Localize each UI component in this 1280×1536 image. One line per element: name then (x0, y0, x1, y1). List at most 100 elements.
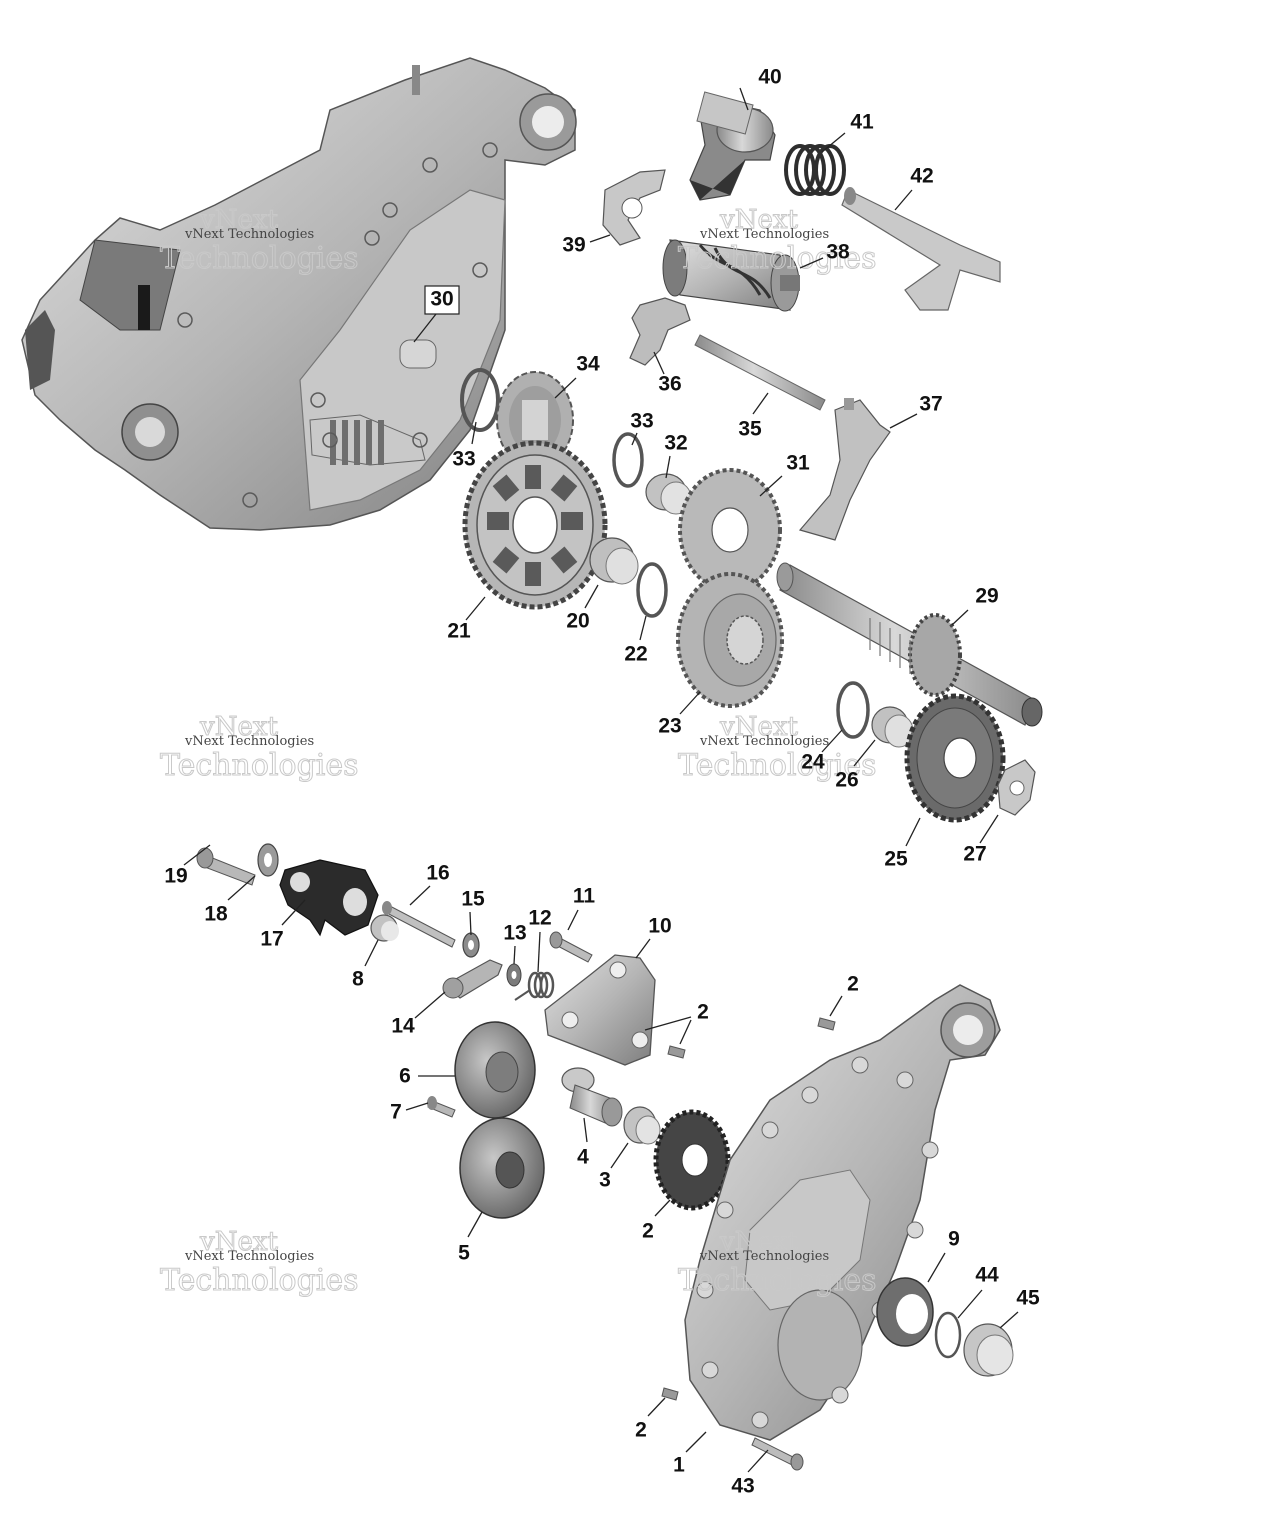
washer-16 (462, 932, 480, 958)
washer-28 (997, 759, 1036, 816)
label-43: 43 (731, 1475, 754, 1498)
label-30: 29 (975, 585, 998, 608)
label-3-main: 2 (642, 1220, 654, 1243)
svg-text:vNext Technologies: vNext Technologies (699, 1249, 829, 1264)
label-14: 13 (503, 922, 526, 945)
label-40: 40 (758, 66, 781, 89)
label-8: 7 (390, 1101, 402, 1124)
watermark-bottom-left: vNext Technologies vNext Technologies (160, 1227, 360, 1299)
circlip-33-left (460, 368, 500, 432)
label-23: 22 (624, 643, 647, 666)
bolt-17 (382, 901, 456, 948)
label-27: 26 (835, 769, 858, 792)
svg-text:Technologies: Technologies (160, 1263, 359, 1298)
label-2-cover-top: 2 (847, 973, 859, 996)
svg-text:vNext: vNext (719, 1227, 798, 1257)
svg-text:vNext Technologies: vNext Technologies (184, 734, 314, 749)
label-35: 35 (738, 418, 762, 441)
label-25: 24 (801, 751, 825, 774)
label-21: 20 (566, 610, 589, 633)
label-33-left: 33 (452, 448, 475, 471)
roller-6 (459, 1117, 545, 1219)
lock-plate-39 (602, 169, 666, 246)
label-42: 42 (910, 165, 933, 188)
label-2-bracket: 2 (697, 1001, 709, 1024)
arm-15 (442, 959, 503, 999)
circlip-25 (836, 681, 870, 739)
label-9: 8 (352, 968, 364, 991)
gear-32 (678, 468, 782, 592)
label-41: 41 (850, 111, 874, 134)
label-17: 16 (426, 862, 449, 885)
circlip-23 (636, 562, 668, 618)
label-45: 45 (1016, 1287, 1040, 1310)
o-ring-44 (934, 1311, 962, 1359)
shift-drum-38 (662, 239, 800, 312)
gear-24 (676, 572, 784, 708)
label-32: 31 (786, 452, 810, 475)
label-13: 12 (528, 907, 551, 930)
label-22: 21 (447, 620, 471, 643)
shift-quadrant-40 (689, 91, 776, 201)
label-44: 44 (975, 1264, 999, 1287)
pin-5 (561, 1067, 623, 1127)
spring-13 (514, 971, 555, 1001)
label-34: 34 (576, 353, 600, 376)
label-6: 5 (458, 1242, 470, 1265)
gear-3 (653, 1109, 731, 1211)
left-crankcase-half (21, 57, 577, 531)
label-39: 39 (562, 234, 585, 257)
svg-text:Technologies: Technologies (160, 241, 359, 276)
bushing-4 (623, 1106, 661, 1145)
label-33-right: 33 (630, 410, 653, 433)
spring-41 (784, 144, 846, 196)
fork-shaft-35 (694, 334, 826, 411)
seal-10 (876, 1277, 934, 1347)
roller-7 (454, 1021, 536, 1119)
label-12: 11 (573, 885, 596, 908)
lever-18 (279, 859, 379, 937)
label-11: 10 (648, 915, 671, 938)
label-28: 27 (963, 843, 986, 866)
washer-19 (257, 843, 279, 877)
label-16: 15 (461, 888, 485, 911)
label-37: 37 (919, 393, 942, 416)
sprocket-26 (904, 693, 1006, 823)
svg-text:vNext Technologies: vNext Technologies (184, 1249, 314, 1264)
svg-text:vNext: vNext (199, 712, 278, 742)
shift-fork-36 (629, 297, 691, 366)
label-1: 1 (673, 1454, 685, 1477)
svg-text:Technologies: Technologies (678, 1263, 877, 1298)
svg-text:vNext: vNext (719, 712, 798, 742)
watermark-top-right: vNext Technologies vNext Technologies (678, 205, 878, 277)
label-5: 4 (577, 1146, 589, 1169)
svg-text:vNext: vNext (199, 205, 278, 235)
shift-fork-37 (798, 398, 891, 541)
label-29-box (424, 285, 460, 315)
label-31: 32 (664, 432, 687, 455)
label-2-cover-bottom: 2 (635, 1419, 647, 1442)
dowel-2c (661, 1387, 679, 1401)
label-7: 6 (399, 1065, 411, 1088)
circlip-33-right (612, 432, 644, 488)
label-29: 30 (430, 288, 453, 311)
svg-text:vNext: vNext (199, 1227, 278, 1257)
svg-text:vNext: vNext (719, 205, 798, 235)
label-19: 18 (204, 903, 228, 926)
bolt-12 (549, 931, 593, 963)
svg-text:Technologies: Technologies (678, 241, 877, 276)
svg-text:Technologies: Technologies (678, 748, 877, 783)
dowel-2b (667, 1045, 686, 1059)
shaft-30 (776, 562, 1043, 727)
label-20: 19 (164, 865, 187, 888)
shaft-42 (841, 187, 1001, 311)
label-38: 38 (826, 241, 850, 264)
leader-lines (183, 87, 1019, 1473)
label-26: 25 (884, 848, 908, 871)
screw-8 (427, 1096, 456, 1118)
watermark-mid-left: vNext Technologies vNext Technologies (160, 712, 360, 784)
label-4: 3 (599, 1169, 611, 1192)
washer-14 (506, 963, 522, 987)
bolt-20 (196, 847, 256, 886)
